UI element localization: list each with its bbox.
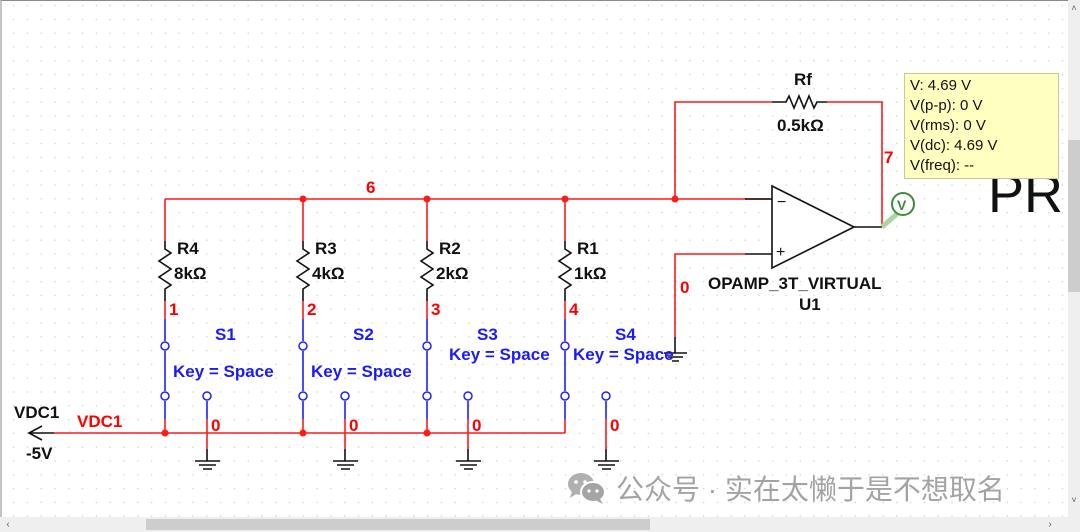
r3-name: R3 — [315, 239, 337, 258]
ground-symbol-opamp — [664, 352, 687, 362]
probe-readout-tooltip: V: 4.69 V V(p-p): 0 V V(rms): 0 V V(dc):… — [904, 73, 1059, 179]
scroll-right-icon[interactable]: › — [1048, 519, 1052, 530]
voltage-probe[interactable]: V — [891, 192, 915, 216]
scroll-up-icon[interactable]: ˄ — [1071, 3, 1077, 13]
switch-s1-contact[interactable] — [195, 391, 220, 470]
resistor-rf[interactable] — [772, 93, 827, 111]
net-label-vdc1: VDC1 — [77, 412, 122, 431]
s3-key: Key = Space — [449, 345, 550, 364]
s1-name: S1 — [215, 325, 236, 344]
r4-name: R4 — [177, 239, 199, 258]
branch-r4[interactable] — [157, 199, 173, 433]
probe-voltage: V: 4.69 V — [910, 77, 972, 94]
opamp-plus-sign: + — [776, 244, 785, 261]
probe-lead — [880, 211, 900, 229]
junction-dot — [161, 429, 169, 437]
node-label-0: 0 — [211, 416, 220, 435]
grid-background — [2, 1, 1070, 518]
vertical-scrollbar[interactable]: ˄ ˅ — [1068, 0, 1080, 517]
s2-name: S2 — [353, 325, 374, 344]
vdc-source-symbol[interactable] — [27, 425, 54, 441]
vertical-scroll-thumb[interactable] — [1068, 140, 1080, 292]
r2-name: R2 — [439, 239, 461, 258]
schematic-svg[interactable]: 6 Rf 0.5kΩ 7 − + OPAMP_3T_VIRTUAL U1 0 V — [2, 1, 1070, 518]
probe-vdc: V(dc): 4.69 V — [910, 137, 998, 154]
branch-r2[interactable] — [419, 199, 435, 433]
probe-vfreq: V(freq): -- — [910, 157, 975, 174]
s4-name: S4 — [615, 325, 636, 344]
junction-dot — [423, 429, 431, 437]
rf-value: 0.5kΩ — [777, 116, 824, 135]
switch-s2-contact[interactable] — [333, 391, 358, 470]
scroll-down-icon[interactable]: ˅ — [1071, 495, 1077, 505]
wechat-icon — [568, 473, 606, 504]
node-label-7: 7 — [884, 148, 893, 167]
vdc-source-name: VDC1 — [14, 403, 59, 422]
switch-s4-contact[interactable] — [594, 391, 619, 470]
wire-plus-input[interactable] — [674, 253, 745, 337]
node-label-3: 3 — [431, 300, 440, 319]
vdc-source-value: -5V — [26, 444, 53, 463]
opamp-ref: U1 — [799, 295, 821, 314]
branch-r3[interactable] — [295, 199, 311, 433]
r2-value: 2kΩ — [436, 264, 469, 283]
r1-value: 1kΩ — [574, 264, 607, 283]
node-label-4: 4 — [569, 300, 579, 319]
probe-v-icon: V — [897, 197, 907, 213]
wire-feedback-left[interactable] — [674, 101, 772, 199]
junction-dot — [299, 429, 307, 437]
s3-name: S3 — [477, 325, 498, 344]
r3-value: 4kΩ — [312, 264, 345, 283]
opamp-u1[interactable] — [745, 184, 882, 270]
wire-feedback-right[interactable] — [827, 101, 883, 227]
branch-r1[interactable] — [557, 199, 573, 433]
rf-name: Rf — [794, 70, 812, 89]
probe-vpp: V(p-p): 0 V — [910, 97, 983, 114]
node-label-6: 6 — [366, 178, 375, 197]
horizontal-scroll-thumb[interactable] — [146, 519, 650, 530]
s1-key: Key = Space — [173, 362, 274, 381]
horizontal-scrollbar[interactable]: ‹ › — [0, 517, 1080, 532]
switch-s3-contact[interactable] — [456, 391, 481, 470]
probe-vrms: V(rms): 0 V — [910, 117, 986, 134]
watermark: 公众号 · 实在太懒于是不想取名 — [566, 470, 1005, 506]
node-label-0: 0 — [472, 416, 481, 435]
schematic-canvas[interactable]: 6 Rf 0.5kΩ 7 − + OPAMP_3T_VIRTUAL U1 0 V — [0, 0, 1070, 518]
watermark-text: 公众号 · 实在太懒于是不想取名 — [616, 474, 1005, 505]
opamp-model: OPAMP_3T_VIRTUAL — [708, 274, 882, 293]
node-label-2: 2 — [307, 300, 316, 319]
s2-key: Key = Space — [311, 362, 412, 381]
r4-value: 8kΩ — [174, 264, 207, 283]
junction-dot — [671, 195, 679, 203]
scroll-left-icon[interactable]: ‹ — [6, 519, 10, 530]
node-label-1: 1 — [169, 300, 178, 319]
s4-key: Key = Space — [573, 345, 674, 364]
node-label-0: 0 — [349, 416, 358, 435]
node-label-0: 0 — [610, 416, 619, 435]
opamp-minus-sign: − — [777, 194, 786, 211]
r1-name: R1 — [577, 239, 599, 258]
node-label-0-opamp: 0 — [680, 278, 689, 297]
